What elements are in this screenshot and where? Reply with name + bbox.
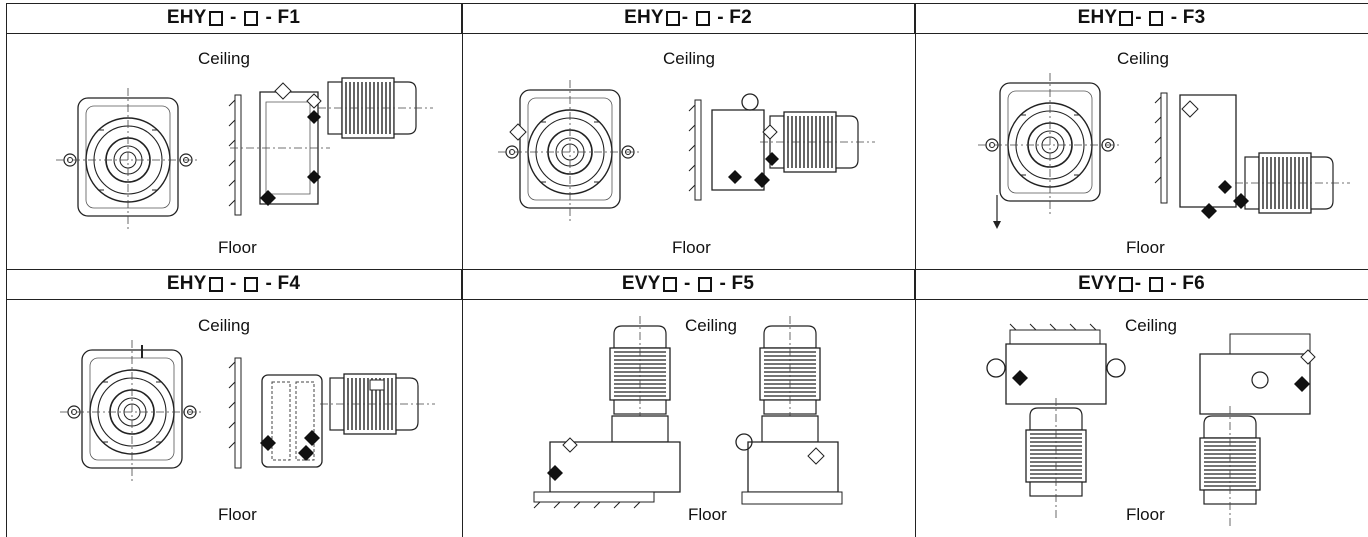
f2-mounting-drawing xyxy=(497,79,876,223)
empty-square-icon xyxy=(698,276,713,292)
f1-mounting-drawing xyxy=(55,77,434,231)
empty-square-icon xyxy=(1119,10,1134,26)
table-top-border xyxy=(6,3,1368,4)
row2-header-divider xyxy=(6,299,1368,300)
floor-label-f4: Floor xyxy=(218,505,257,524)
empty-square-icon xyxy=(1149,10,1164,26)
header-f2: EHY- - F2 xyxy=(462,3,915,33)
empty-square-icon xyxy=(665,10,680,26)
empty-square-icon xyxy=(244,10,259,26)
floor-label-f3: Floor xyxy=(1126,238,1165,257)
f6-mounting-drawing xyxy=(960,320,1360,529)
mounting-position-table xyxy=(6,3,1368,537)
f4-mounting-drawing xyxy=(59,339,436,483)
ceiling-label-f6: Ceiling xyxy=(1125,316,1177,335)
floor-label-f6: Floor xyxy=(1126,505,1165,524)
header-f5: EVY - - F5 xyxy=(462,269,915,299)
column-divider-1 xyxy=(462,3,463,537)
header-f4: EHY - - F4 xyxy=(6,269,462,299)
table-left-border xyxy=(6,3,7,537)
f3-mounting-drawing xyxy=(977,72,1351,229)
empty-square-icon xyxy=(1148,276,1163,292)
header-f6: EVY- - F6 xyxy=(1078,273,1205,294)
empty-square-icon xyxy=(208,276,223,292)
row-divider xyxy=(6,269,1368,270)
ceiling-label-f3: Ceiling xyxy=(1117,49,1169,68)
ceiling-label-f4: Ceiling xyxy=(198,316,250,335)
floor-label-f5: Floor xyxy=(688,505,727,524)
floor-label-f2: Floor xyxy=(672,238,711,257)
ceiling-label-f2: Ceiling xyxy=(663,49,715,68)
row2-headers: EHY - - F4 EVY - - F5 EVY- - F6 xyxy=(6,269,1368,299)
oil-drain-plug-icon xyxy=(307,110,321,124)
empty-square-icon xyxy=(662,276,677,292)
header-f3: EHY- - F3 xyxy=(1077,7,1206,28)
empty-square-icon xyxy=(244,276,259,292)
f5-mounting-drawing xyxy=(520,315,880,520)
row1-header-divider xyxy=(6,33,1368,34)
ceiling-label-f1: Ceiling xyxy=(198,49,250,68)
column-divider-2 xyxy=(915,3,916,537)
ceiling-label-f5: Ceiling xyxy=(685,316,737,335)
empty-square-icon xyxy=(1118,276,1133,292)
empty-square-icon xyxy=(695,10,710,26)
row1-headers: EHY - - F1 EHY- - F2 EHY- - F3 xyxy=(6,3,1368,33)
floor-label-f1: Floor xyxy=(218,238,257,257)
empty-square-icon xyxy=(208,10,223,26)
header-f1: EHY - - F1 xyxy=(6,3,462,33)
